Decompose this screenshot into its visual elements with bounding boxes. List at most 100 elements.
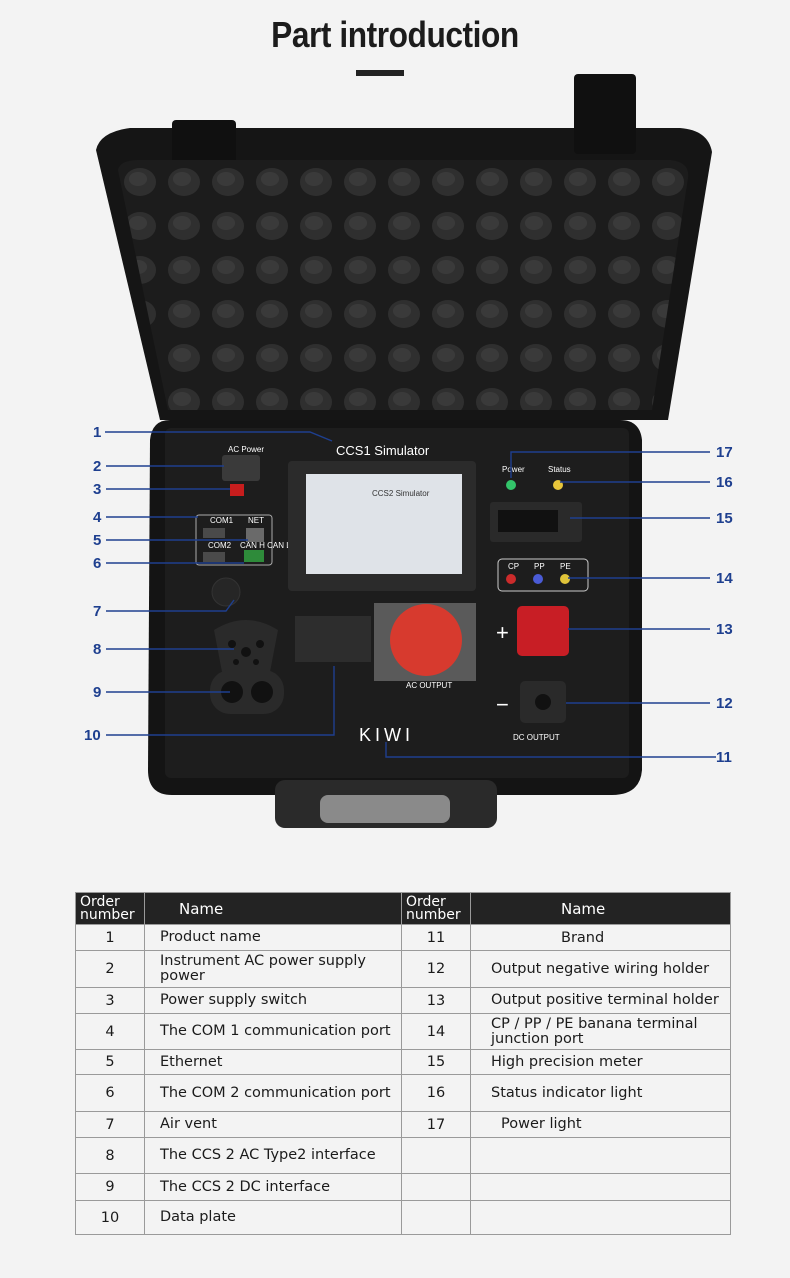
callout-5: 5 [93,532,101,549]
can-label: CAN H CAN L [240,541,291,550]
left-name: Power supply switch [144,987,402,1014]
com2-port [203,552,225,562]
left-order: 8 [75,1137,145,1174]
product-label: CCS1 Simulator [336,443,430,458]
pp-label: PP [534,562,545,571]
right-order: 14 [401,1013,471,1050]
callout-numbers: 1 2 3 4 5 6 7 8 9 10 11 12 13 14 15 16 1… [84,424,733,766]
table-row: 1 Product name 11 Brand [75,924,731,951]
left-order: 6 [75,1074,145,1112]
cp-label: CP [508,562,519,571]
table-row: 2 Instrument AC power supply power 12 Ou… [75,950,731,988]
parts-table: Order number Name Order number Name 1 Pr… [75,892,731,1235]
right-name: Power light [470,1111,731,1138]
callout-14: 14 [716,570,733,587]
status-light-label: Status [548,465,571,474]
screen-title: CCS2 Simulator [372,489,430,498]
right-order: 13 [401,987,471,1014]
right-name: CP / PP / PE banana terminal junction po… [470,1013,731,1050]
ac-output-label: AC OUTPUT [406,681,452,690]
ccs2-ac-type2-interface [214,620,278,672]
left-order: 7 [75,1111,145,1138]
touch-screen [306,474,462,574]
banana-terminal-block [497,558,589,592]
right-name [470,1200,731,1235]
com2-label: COM2 [208,541,232,550]
table-row: 8 The CCS 2 AC Type2 interface [75,1137,731,1174]
product-photo: CCS1 Simulator AC Power COM1 NET COM2 CA… [84,74,733,828]
left-name: The CCS 2 AC Type2 interface [144,1137,402,1174]
net-label: NET [248,516,264,525]
left-order: 2 [75,950,145,988]
right-name: High precision meter [470,1049,731,1075]
plus-sign: + [496,620,509,645]
left-order: 4 [75,1013,145,1050]
power-light [506,480,516,490]
left-order: 5 [75,1049,145,1075]
right-order [401,1173,471,1201]
callout-13: 13 [716,621,733,638]
callout-lines [105,431,716,758]
right-order [401,1200,471,1235]
callout-12: 12 [716,695,733,712]
left-name: Product name [144,924,402,951]
left-order: 1 [75,924,145,951]
table-row: 9 The CCS 2 DC interface [75,1173,731,1201]
power-light-label: Power [502,465,525,474]
callout-2: 2 [93,458,101,475]
header-name-right: Name [470,892,731,925]
title-underline [356,70,404,76]
com1-label: COM1 [210,516,234,525]
table-row: 4 The COM 1 communication port 14 CP / P… [75,1013,731,1050]
data-plate [295,616,371,662]
ethernet-port [246,528,264,542]
right-name [470,1173,731,1201]
right-name [470,1137,731,1174]
foam-padding [118,160,689,410]
right-order [401,1137,471,1174]
callout-4: 4 [93,509,102,526]
dc-output-label: DC OUTPUT [513,733,560,742]
right-order: 15 [401,1049,471,1075]
callout-10: 10 [84,727,101,744]
table-row: 3 Power supply switch 13 Output positive… [75,987,731,1014]
right-name: Brand [470,924,731,951]
left-name: Air vent [144,1111,402,1138]
table-row: 6 The COM 2 communication port 16 Status… [75,1074,731,1112]
header-order-right: Order number [401,892,471,925]
pp-port [533,574,543,584]
minus-sign: − [496,692,509,717]
left-order: 9 [75,1173,145,1201]
com1-port [203,528,225,538]
table-row: 5 Ethernet 15 High precision meter [75,1049,731,1075]
pe-label: PE [560,562,571,571]
left-order: 3 [75,987,145,1014]
ac-power-label: AC Power [228,445,264,454]
callout-11: 11 [716,749,732,766]
ac-power-socket [222,455,260,481]
right-order: 11 [401,924,471,951]
left-name: Ethernet [144,1049,402,1075]
table-row: 10 Data plate [75,1200,731,1235]
pe-port [560,574,570,584]
callout-3: 3 [93,481,101,498]
callout-8: 8 [93,641,101,658]
left-name: Instrument AC power supply power [144,950,402,988]
right-name: Status indicator light [470,1074,731,1112]
left-order: 10 [75,1200,145,1235]
right-order: 17 [401,1111,471,1138]
right-name: Output positive terminal holder [470,987,731,1014]
right-order: 16 [401,1074,471,1112]
brand-logo: KIWI [359,725,414,745]
header-name-left: Name [144,892,402,925]
callout-15: 15 [716,510,733,527]
air-vent [211,577,241,607]
callout-7: 7 [93,603,101,620]
callout-1: 1 [93,424,101,441]
callout-9: 9 [93,684,101,701]
page-title: Part introduction [271,14,519,55]
callout-6: 6 [93,555,101,572]
latch-left [172,120,236,166]
right-name: Output negative wiring holder [470,950,731,988]
positive-terminal [517,606,569,656]
